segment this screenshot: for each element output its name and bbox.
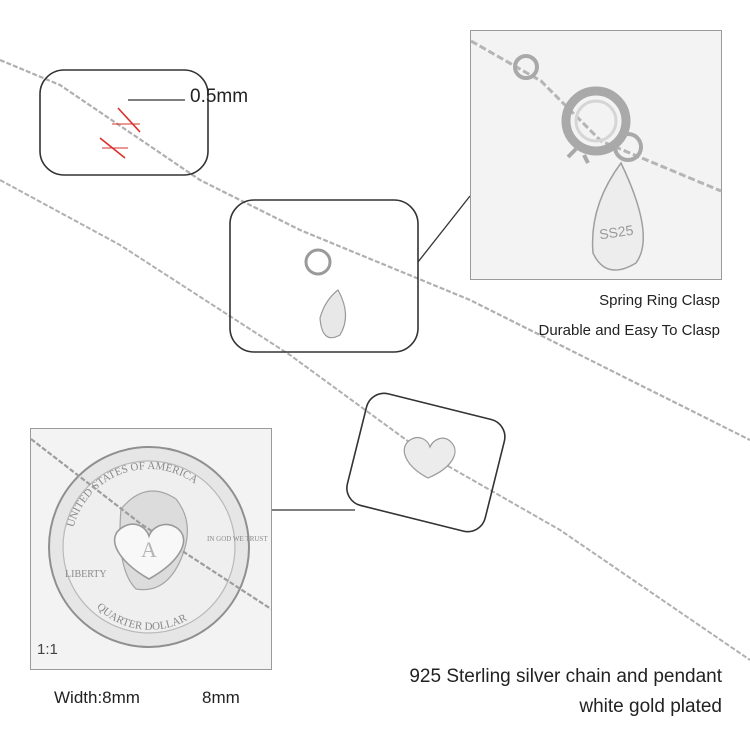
thickness-callout [39, 69, 209, 176]
material-line2: white gold plated [579, 696, 722, 717]
coin-illustration: UNITED STATES OF AMERICA QUARTER DOLLAR … [31, 438, 271, 648]
height-label: 8mm [202, 688, 240, 707]
coin-liberty: LIBERTY [65, 569, 107, 580]
chain-thickness-label: 0.5mm [190, 86, 249, 107]
clasp-caption-line2: Durable and Easy To Clasp [538, 322, 721, 339]
coin-comparison-panel: UNITED STATES OF AMERICA QUARTER DOLLAR … [30, 428, 272, 670]
clasp-closeup-panel: SS25 [470, 30, 722, 280]
measure-line-top [117, 107, 141, 133]
tag-shape [591, 161, 645, 271]
tag-stamp: SS25 [598, 222, 634, 243]
material-line1: 925 Sterling silver chain and pendant [409, 666, 722, 687]
clasp-caption-line1: Spring Ring Clasp [599, 292, 720, 309]
coin-motto: IN GOD WE TRUST [207, 535, 268, 543]
scale-label: 1:1 [37, 641, 58, 658]
pendant-callout [346, 392, 506, 533]
width-label: Width:8mm [54, 688, 140, 707]
pendant-letter: A [141, 537, 157, 562]
clasp-closeup-illustration: SS25 [471, 39, 721, 271]
clasp-callout [229, 199, 419, 353]
heart-pendant [113, 523, 185, 580]
